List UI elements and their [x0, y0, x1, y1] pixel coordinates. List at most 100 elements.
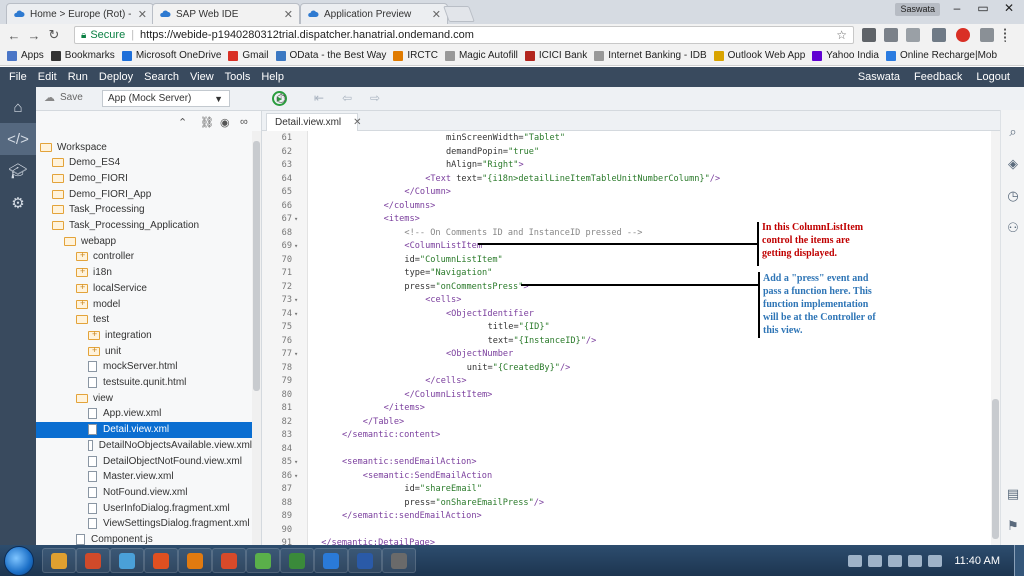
- run-button[interactable]: ▶: [272, 91, 287, 106]
- close-icon[interactable]: ✕: [353, 117, 362, 128]
- tree-item[interactable]: ViewSettingsDialog.fragment.xml: [36, 516, 252, 532]
- menu-item[interactable]: View: [190, 71, 214, 83]
- close-icon[interactable]: ✕: [283, 8, 293, 21]
- taskbar-app-button[interactable]: [144, 548, 178, 573]
- menu-item[interactable]: Deploy: [98, 71, 134, 83]
- tray-arrow-icon[interactable]: [848, 554, 863, 567]
- maximize-button[interactable]: ▭: [977, 1, 989, 15]
- tree-item[interactable]: Component.js: [36, 532, 252, 545]
- fold-toggle-icon[interactable]: ▾: [294, 215, 299, 223]
- tray-network-icon[interactable]: [868, 554, 883, 567]
- tree-item[interactable]: i18n: [36, 265, 252, 281]
- tree-scrollbar[interactable]: [252, 131, 261, 545]
- new-tab-button[interactable]: [443, 6, 475, 22]
- user-menu[interactable]: Saswata: [857, 71, 901, 83]
- extension-icon[interactable]: [884, 28, 898, 42]
- taskbar-app-button[interactable]: [42, 548, 76, 573]
- tree-item[interactable]: testsuite.qunit.html: [36, 375, 252, 391]
- menu-dots-icon[interactable]: [1004, 28, 1010, 42]
- tree-item[interactable]: mockServer.html: [36, 359, 252, 375]
- url-input[interactable]: 🔒︎ Secure | https://webide-p1940280312tr…: [74, 26, 854, 44]
- menu-item[interactable]: File: [9, 71, 27, 83]
- taskbar-app-button[interactable]: [382, 548, 416, 573]
- tree-item[interactable]: Demo_ES4: [36, 155, 252, 171]
- menu-item[interactable]: Tools: [224, 71, 251, 83]
- tree-item[interactable]: DetailObjectNotFound.view.xml: [36, 453, 252, 469]
- tree-item[interactable]: Workspace: [36, 139, 252, 155]
- taskbar-app-button[interactable]: [212, 548, 246, 573]
- browser-tab-webide[interactable]: SAP Web IDE ✕: [152, 3, 300, 24]
- editor-scrollbar[interactable]: [991, 131, 1000, 545]
- home-icon[interactable]: ⌂: [13, 98, 23, 116]
- collapse-icon[interactable]: ⌃: [178, 117, 188, 129]
- browser-tab-preview[interactable]: Application Preview ✕: [300, 3, 448, 24]
- taskbar-app-button[interactable]: [110, 548, 144, 573]
- logout-link[interactable]: Logout: [976, 71, 1010, 83]
- back-icon[interactable]: ⇦: [342, 91, 353, 105]
- tree-item[interactable]: controller: [36, 249, 252, 265]
- bookmark-item[interactable]: Bookmarks: [50, 50, 115, 61]
- adblock-icon[interactable]: [956, 28, 970, 42]
- history-icon[interactable]: ◷: [1007, 188, 1019, 203]
- clock[interactable]: 11:40 AM: [954, 554, 1000, 567]
- feedback-link[interactable]: Feedback: [914, 71, 963, 83]
- bookmark-item[interactable]: Apps: [7, 50, 44, 61]
- star-icon[interactable]: ☆: [836, 28, 847, 42]
- bookmark-item[interactable]: Online Recharge|Mob: [885, 50, 997, 61]
- menu-item[interactable]: Search: [144, 71, 179, 83]
- tree-item[interactable]: DetailNoObjectsAvailable.view.xml: [36, 437, 252, 453]
- console-icon[interactable]: ⚑: [1007, 518, 1019, 533]
- git-icon[interactable]: ◈: [1008, 156, 1018, 171]
- tree-item[interactable]: Task_Processing_Application: [36, 218, 252, 234]
- taskbar-app-button[interactable]: [314, 548, 348, 573]
- bookmark-item[interactable]: Gmail: [228, 50, 269, 61]
- extension-icon[interactable]: [862, 28, 876, 42]
- reload-icon[interactable]: ↻: [48, 27, 60, 42]
- tray-volume-icon[interactable]: [928, 554, 943, 567]
- toolbar-action-icon[interactable]: ⇤: [314, 91, 325, 105]
- tree-item[interactable]: Detail.view.xml: [36, 421, 252, 438]
- taskbar-app-button[interactable]: [76, 548, 110, 573]
- bookmark-item[interactable]: Internet Banking - IDB: [594, 50, 707, 61]
- tray-battery-icon[interactable]: [888, 554, 903, 567]
- close-icon[interactable]: ✕: [431, 8, 441, 21]
- menu-item[interactable]: Run: [67, 71, 88, 83]
- learning-cap-icon[interactable]: 🎓︎: [8, 163, 28, 180]
- glasses-icon[interactable]: ∞: [240, 116, 248, 128]
- timer-icon[interactable]: ⏱: [276, 91, 287, 106]
- extension-icon[interactable]: [932, 28, 946, 42]
- tree-item[interactable]: test: [36, 312, 252, 328]
- minimize-button[interactable]: –: [953, 1, 961, 15]
- taskbar-app-button[interactable]: [178, 548, 212, 573]
- close-icon[interactable]: ✕: [137, 8, 147, 21]
- extension-icon[interactable]: [906, 28, 920, 42]
- tree-item[interactable]: webapp: [36, 233, 252, 249]
- outline-icon[interactable]: ⚇: [1007, 220, 1019, 235]
- start-button[interactable]: [4, 546, 34, 576]
- tree-item[interactable]: model: [36, 296, 252, 312]
- taskbar-app-button[interactable]: [280, 548, 314, 573]
- tree-item[interactable]: UserInfoDialog.fragment.xml: [36, 500, 252, 516]
- show-desktop-button[interactable]: [1014, 545, 1024, 576]
- eye-icon[interactable]: ◉: [220, 117, 230, 129]
- scroll-thumb[interactable]: [253, 141, 260, 391]
- save-button[interactable]: ☁ Save: [44, 91, 83, 104]
- bookmark-item[interactable]: Microsoft OneDrive: [121, 50, 221, 61]
- browser-tab-home[interactable]: Home > Europe (Rot) - T ✕: [6, 3, 154, 24]
- collaboration-icon[interactable]: ▤: [1006, 486, 1020, 501]
- fold-toggle-icon[interactable]: ▾: [294, 296, 299, 304]
- tree-item[interactable]: view: [36, 390, 252, 406]
- link-icon[interactable]: ⛓: [200, 117, 214, 129]
- window-close-button[interactable]: ✕: [1003, 1, 1015, 15]
- tree-item[interactable]: NotFound.view.xml: [36, 484, 252, 500]
- tray-flag-icon[interactable]: [908, 554, 923, 567]
- search-icon[interactable]: ⌕: [1009, 124, 1017, 139]
- forward-icon[interactable]: ⇨: [370, 91, 381, 105]
- gear-icon[interactable]: ⚙: [11, 195, 25, 212]
- fold-toggle-icon[interactable]: ▾: [294, 309, 299, 318]
- back-arrow-icon[interactable]: ←: [7, 27, 21, 43]
- forward-arrow-icon[interactable]: →: [27, 27, 41, 43]
- fold-toggle-icon[interactable]: ▾: [294, 242, 299, 250]
- editor-tab-detail-view[interactable]: Detail.view.xml ✕: [266, 113, 362, 131]
- bookmark-item[interactable]: IRCTC: [393, 50, 438, 61]
